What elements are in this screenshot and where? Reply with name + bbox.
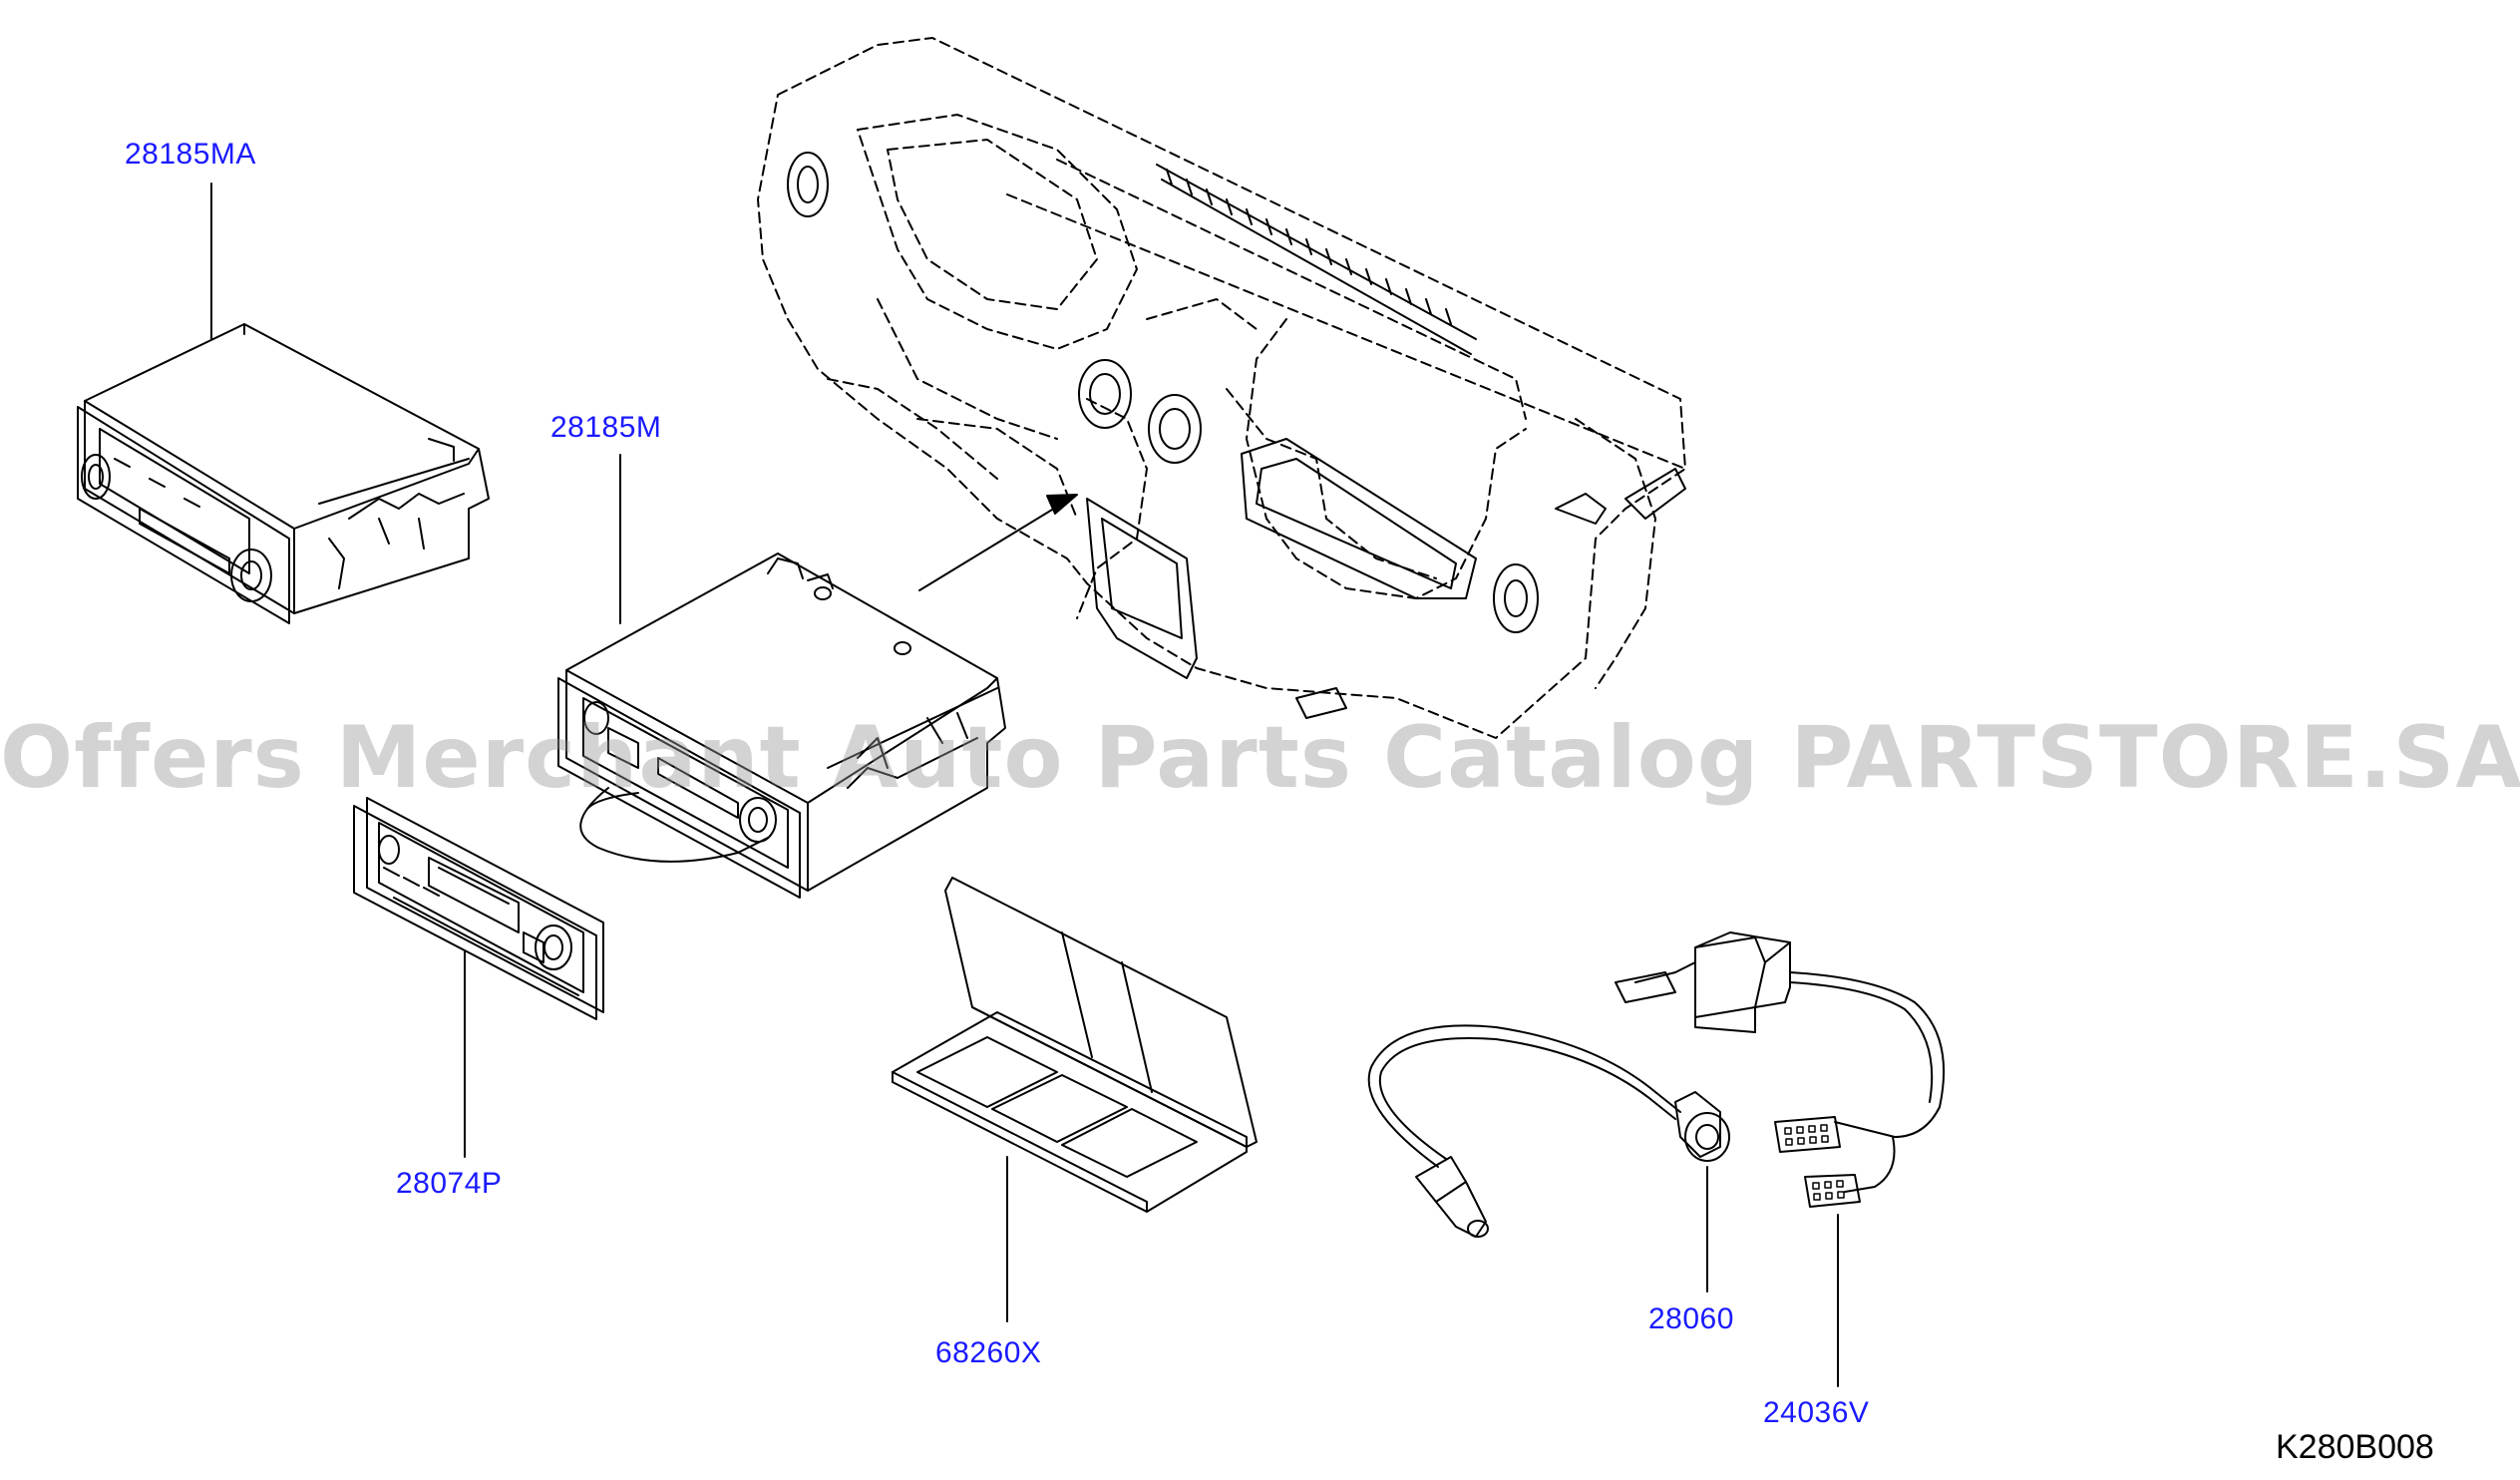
install-arrow: [918, 494, 1078, 591]
part-callout-28060[interactable]: 28060: [1648, 1302, 1734, 1335]
wiring-harness-24036V-drawing: [1615, 931, 1946, 1208]
part-callout-28185MA[interactable]: 28185MA: [125, 138, 256, 171]
part-callout-28185M[interactable]: 28185M: [550, 411, 662, 444]
face-plate-28074P-drawing: [353, 797, 604, 1020]
diagram-code: K280B008: [2276, 1428, 2434, 1466]
part-callout-68260X[interactable]: 68260X: [935, 1336, 1042, 1369]
audio-unit-28185MA-drawing: [77, 323, 490, 624]
instrument-panel: [757, 37, 1686, 739]
part-callout-28074P[interactable]: 28074P: [396, 1167, 503, 1200]
panel-details: [787, 152, 1686, 719]
watermark: Offers Merchant Auto Parts Catalog PARTS…: [0, 708, 2520, 808]
antenna-cable-28060-drawing: [1367, 1024, 1730, 1238]
storage-tray-68260X-drawing: [892, 877, 1258, 1213]
leader-lines: [210, 183, 1839, 1387]
part-callout-24036V[interactable]: 24036V: [1763, 1396, 1870, 1429]
audio-unit-28185M-drawing: [557, 553, 1006, 899]
